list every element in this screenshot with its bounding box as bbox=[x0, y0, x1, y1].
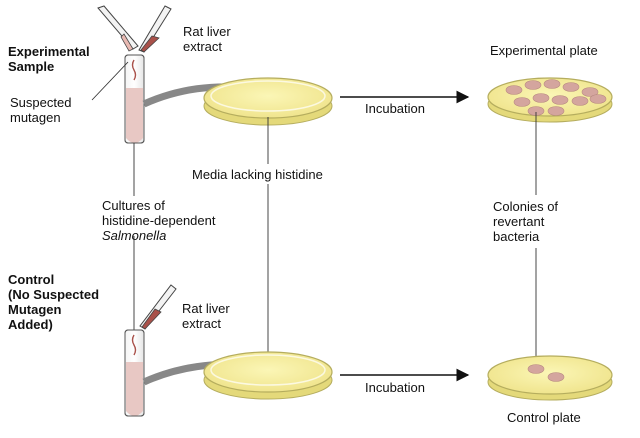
control-title-line3: Mutagen bbox=[8, 302, 62, 317]
control-extract-pipette bbox=[139, 284, 177, 330]
colonies-label-line1: Colonies of bbox=[493, 199, 559, 214]
experimental-extract-pipette bbox=[138, 5, 172, 53]
revertant-colony bbox=[532, 93, 550, 103]
experimental-mutagen-pipette bbox=[97, 5, 139, 52]
control-title-line2: (No Suspected bbox=[8, 287, 100, 302]
revertant-colony bbox=[547, 106, 565, 116]
control-extract-line1: Rat liver bbox=[182, 301, 230, 316]
cultures-label-line2: histidine-dependent bbox=[102, 213, 216, 228]
media-label: Media lacking histidine bbox=[192, 167, 323, 182]
revertant-colony bbox=[547, 372, 565, 382]
control-media-plate bbox=[203, 351, 333, 400]
revertant-colony bbox=[551, 95, 569, 105]
revertant-colony bbox=[562, 82, 580, 92]
colonies-label-line3: bacteria bbox=[493, 229, 540, 244]
revertant-colony bbox=[571, 96, 589, 106]
mutagen-leader bbox=[91, 61, 129, 101]
revertant-colony bbox=[543, 79, 561, 89]
control-result-plate bbox=[487, 355, 613, 401]
revertant-colony bbox=[524, 80, 542, 90]
revertant-colony bbox=[589, 94, 607, 104]
experimental-title-line2: Sample bbox=[8, 59, 55, 74]
control-title-line1: Control bbox=[8, 272, 55, 287]
revertant-colony bbox=[527, 364, 545, 374]
experimental-extract-line1: Rat liver bbox=[183, 24, 231, 39]
cultures-label-line3: Salmonella bbox=[102, 228, 167, 243]
control-incubation-label: Incubation bbox=[365, 380, 425, 395]
experimental-extract-line2: extract bbox=[183, 39, 223, 54]
control-extract-line2: extract bbox=[182, 316, 222, 331]
suspected-mutagen-line1: Suspected bbox=[10, 95, 72, 110]
experimental-result-plate bbox=[487, 77, 613, 123]
revertant-colony bbox=[513, 97, 531, 107]
suspected-mutagen-line2: mutagen bbox=[10, 110, 61, 125]
colonies-label-line2: revertant bbox=[493, 214, 545, 229]
revertant-colony bbox=[505, 85, 523, 95]
control-plate-label: Control plate bbox=[507, 410, 581, 425]
cultures-label-line1: Cultures of bbox=[102, 198, 165, 213]
experimental-title-line1: Experimental bbox=[8, 44, 90, 59]
experimental-plate-label: Experimental plate bbox=[490, 43, 598, 58]
revertant-colony bbox=[581, 87, 599, 97]
control-title-line4: Added) bbox=[8, 317, 53, 332]
experimental-incubation-label: Incubation bbox=[365, 101, 425, 116]
control-test-tube bbox=[124, 329, 145, 417]
experimental-test-tube bbox=[124, 54, 145, 144]
